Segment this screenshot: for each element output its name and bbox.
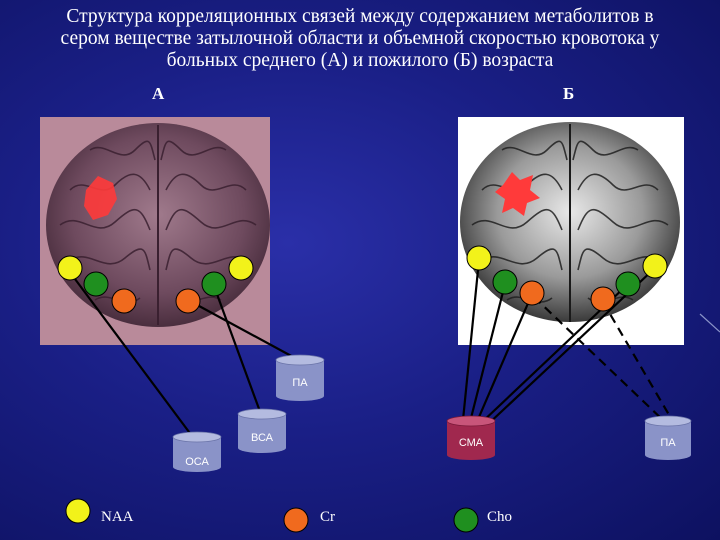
- line-naa-sma: [461, 259, 481, 421]
- cho-marker-a-left: [83, 271, 109, 297]
- metabolites-a: [57, 255, 254, 314]
- edge-decoration: [699, 313, 720, 333]
- metabolites-b: [466, 245, 668, 312]
- cho-marker-b-right: [615, 271, 641, 297]
- slide-title: Структура корреляционных связей между со…: [10, 6, 710, 72]
- title-line-3: больных среднего (А) и пожилого (Б) возр…: [166, 50, 554, 71]
- line-cho-vsa: [212, 285, 264, 418]
- cr-marker-a-left: [111, 288, 137, 314]
- naa-marker-b-left: [466, 245, 492, 271]
- legend-naa-marker: [65, 498, 91, 524]
- legend-naa-label: NAA: [101, 509, 134, 525]
- panel-label-b: Б: [563, 84, 575, 103]
- naa-marker-b-right: [642, 253, 668, 279]
- cylinder-osa: ОСА: [172, 431, 222, 472]
- cr-marker-a-right: [175, 288, 201, 314]
- legend-cr-label: Cr: [320, 509, 335, 525]
- line-naa-osa: [71, 274, 196, 441]
- panel-b: [458, 117, 684, 345]
- cylinder-pa-left: ПА: [275, 354, 325, 401]
- cr-marker-b-left: [519, 280, 545, 306]
- cho-marker-a-right: [201, 271, 227, 297]
- line-cho-sma: [468, 283, 507, 423]
- lesion-a: [84, 176, 117, 220]
- title-line-2: сером веществе затылочной области и объе…: [60, 28, 660, 49]
- cr-marker-b-right: [590, 286, 616, 312]
- naa-marker-a-left: [57, 255, 83, 281]
- line-cr2-pa-dashed: [602, 301, 673, 421]
- legend-cr-marker: [283, 507, 309, 533]
- pa-left-label: ПА: [292, 377, 308, 389]
- naa-marker-a-right: [228, 255, 254, 281]
- legend-cho-marker: [453, 507, 479, 533]
- legend-cho-label: Cho: [487, 509, 513, 525]
- panel-a: [40, 117, 270, 345]
- vsa-label: ВСА: [251, 432, 274, 444]
- line-cr-pa-dashed: [533, 296, 666, 423]
- sma-label: СМА: [459, 437, 484, 449]
- cylinder-pa-right: ПА: [644, 415, 692, 460]
- title-line-1: Структура корреляционных связей между со…: [66, 6, 654, 27]
- pa-right-label: ПА: [660, 437, 676, 449]
- legend-markers: [65, 498, 479, 533]
- cho-marker-b-left: [492, 269, 518, 295]
- cylinder-sma: СМА: [446, 415, 496, 460]
- line-cr-sma: [474, 293, 534, 425]
- cylinder-vsa: ВСА: [237, 408, 287, 453]
- panel-label-a: А: [152, 84, 165, 103]
- lesion-b: [495, 172, 540, 216]
- osa-label: ОСА: [185, 456, 209, 468]
- line-cr-pa: [187, 299, 296, 359]
